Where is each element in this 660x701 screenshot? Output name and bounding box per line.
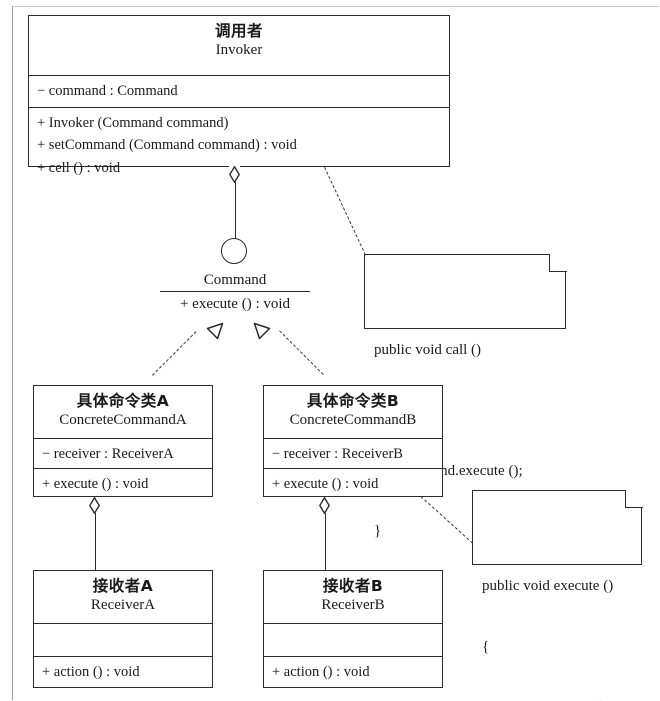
operation-row: + execute () : void xyxy=(42,476,149,492)
interface-label-command: Command + execute () : void xyxy=(160,270,310,315)
class-operations-concrete-command-a: + execute () : void xyxy=(34,469,212,498)
note-line: } xyxy=(374,523,382,540)
attribute-row: − command : Command xyxy=(37,83,178,99)
interface-separator-rule xyxy=(160,291,310,293)
class-attributes-receiver-b xyxy=(264,624,442,657)
class-operations-receiver-b: + action () : void xyxy=(264,657,442,689)
realization-line-command-b xyxy=(279,330,324,375)
class-header-concrete-command-b: 具体命令类B ConcreteCommandB xyxy=(264,386,442,439)
interface-lollipop-command xyxy=(221,238,247,264)
aggregation-diamond-command-b-receiver-b xyxy=(319,497,330,514)
note-fold-edge-icon xyxy=(624,489,643,508)
class-name-cn-concrete-command-b: 具体命令类B xyxy=(306,392,400,410)
operation-row: + Invoker (Command command) xyxy=(37,115,229,131)
operation-row: + action () : void xyxy=(42,664,140,680)
class-name-en-concrete-command-b: ConcreteCommandB xyxy=(289,412,417,429)
note-fold-edge-icon xyxy=(548,253,567,272)
note-box-call[interactable]: public void call () { command.execute ()… xyxy=(364,253,567,539)
note-box-execute[interactable]: public void execute () { receiver.action… xyxy=(472,489,643,701)
class-box-receiver-a[interactable]: 接收者A ReceiverA + action () : void xyxy=(33,570,213,688)
class-name-cn-invoker: 调用者 xyxy=(214,22,263,40)
interface-name-command: Command xyxy=(203,272,267,288)
note-anchor-invoker-call xyxy=(324,167,366,256)
realization-arrowhead-command-a xyxy=(202,322,224,344)
attribute-row: − receiver : ReceiverA xyxy=(42,446,174,462)
note-line: public void execute () xyxy=(482,578,614,595)
class-operations-receiver-a: + action () : void xyxy=(34,657,212,689)
class-name-cn-receiver-a: 接收者A xyxy=(92,577,154,595)
class-box-concrete-command-a[interactable]: 具体命令类A ConcreteCommandA − receiver : Rec… xyxy=(33,385,213,497)
connector-command-a-to-receiver-a xyxy=(94,513,96,571)
class-box-invoker[interactable]: 调用者 Invoker − command : Command + Invoke… xyxy=(28,15,450,176)
connector-invoker-to-command xyxy=(234,182,236,239)
class-name-en-concrete-command-a: ConcreteCommandA xyxy=(59,412,187,429)
class-header-invoker: 调用者 Invoker xyxy=(29,16,449,76)
class-box-concrete-command-b[interactable]: 具体命令类B ConcreteCommandB − receiver : Rec… xyxy=(263,385,443,497)
interface-operation-command: + execute () : void xyxy=(179,296,291,313)
class-attributes-concrete-command-b: − receiver : ReceiverB xyxy=(264,439,442,469)
realization-line-command-a xyxy=(152,331,197,376)
operation-row: + setCommand (Command command) : void xyxy=(37,137,297,154)
connector-command-b-to-receiver-b xyxy=(324,513,326,571)
operation-row: + cell () : void xyxy=(37,159,121,176)
class-name-en-invoker: Invoker xyxy=(215,42,263,59)
note-line: receiver.action (); xyxy=(482,697,632,701)
aggregation-diamond-invoker-command xyxy=(229,166,240,183)
class-header-concrete-command-a: 具体命令类A ConcreteCommandA xyxy=(34,386,212,439)
aggregation-diamond-command-a-receiver-a xyxy=(89,497,100,514)
class-header-receiver-b: 接收者B ReceiverB xyxy=(264,571,442,624)
class-name-cn-receiver-b: 接收者B xyxy=(322,577,384,595)
attribute-row: − receiver : ReceiverB xyxy=(272,446,403,462)
class-box-receiver-b[interactable]: 接收者B ReceiverB + action () : void xyxy=(263,570,443,688)
class-name-cn-concrete-command-a: 具体命令类A xyxy=(76,392,170,410)
class-header-receiver-a: 接收者A ReceiverA xyxy=(34,571,212,624)
operation-row: + action () : void xyxy=(272,664,370,680)
note-line: { xyxy=(482,638,490,655)
class-attributes-concrete-command-a: − receiver : ReceiverA xyxy=(34,439,212,469)
class-operations-invoker: + Invoker (Command command) + setCommand… xyxy=(29,108,449,176)
class-name-en-receiver-b: ReceiverB xyxy=(321,597,385,614)
note-line: public void call () xyxy=(374,342,482,359)
class-attributes-invoker: − command : Command xyxy=(29,76,449,108)
realization-arrowhead-command-b xyxy=(253,322,275,344)
operation-row: + execute () : void xyxy=(272,476,379,492)
class-attributes-receiver-a xyxy=(34,624,212,657)
class-operations-concrete-command-b: + execute () : void xyxy=(264,469,442,498)
class-name-en-receiver-a: ReceiverA xyxy=(90,597,156,614)
